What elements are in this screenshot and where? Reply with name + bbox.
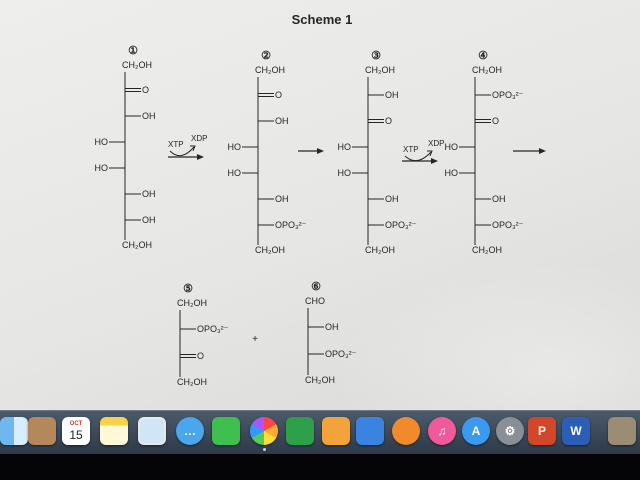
reaction-1-arrowhead	[197, 154, 204, 160]
substituent-left: HO	[338, 142, 352, 152]
top-group: CHO	[305, 296, 325, 306]
compound-number: ⑤	[183, 283, 193, 295]
screen-bezel	[0, 454, 640, 480]
scheme-figure: Scheme 1 ① CH₂OH O OH HO HO OH OH CH₂OH ② CH₂OH O O…	[95, 12, 546, 387]
reaction-1-curved-arrowhead	[190, 145, 196, 152]
substituent-left: HO	[95, 137, 109, 147]
photo-icon[interactable]	[608, 417, 636, 445]
reaction-arrow-4	[513, 148, 546, 154]
reaction-arrow-1: XTP XDP	[168, 134, 207, 160]
substituent-right: OH	[325, 322, 339, 332]
substituent-right: OH	[142, 215, 156, 225]
ibooks-icon[interactable]	[392, 417, 420, 445]
substituent-left: HO	[95, 163, 109, 173]
substituent-right: OPO₃²⁻	[325, 349, 357, 359]
substituent-right: O	[275, 90, 282, 100]
reaction-1-xdp: XDP	[191, 134, 207, 143]
calendar-day: 15	[69, 428, 83, 442]
scheme-title: Scheme 1	[292, 12, 353, 27]
reaction-3-xdp: XDP	[428, 139, 444, 148]
compound-number: ②	[261, 50, 271, 62]
facetime-icon[interactable]	[212, 417, 240, 445]
substituent-right: OH	[142, 189, 156, 199]
substituent-right: O	[385, 116, 392, 126]
word-icon[interactable]: W	[562, 417, 590, 445]
keynote-icon[interactable]	[356, 417, 384, 445]
compound-1: ① CH₂OH O OH HO HO OH OH CH₂OH	[95, 45, 156, 250]
top-group: CH₂OH	[255, 65, 285, 75]
app-store-icon[interactable]: A	[462, 417, 490, 445]
substituent-right: O	[142, 85, 149, 95]
reaction-3-xtp: XTP	[403, 145, 419, 154]
substituent-left: HO	[228, 168, 242, 178]
bottom-group: CH₂OH	[472, 245, 502, 255]
preview-icon[interactable]	[138, 417, 166, 445]
substituent-right: OH	[142, 111, 156, 121]
substituent-right: OPO₃²⁻	[492, 220, 524, 230]
bottom-group: CH₂OH	[255, 245, 285, 255]
compound-5: ⑤ CH₂OH OPO₃²⁻ O CH₂OH	[177, 283, 229, 387]
calendar-icon[interactable]: OCT 15	[62, 417, 90, 445]
top-group: CH₂OH	[472, 65, 502, 75]
compound-3: ③ CH₂OH OH O HO HO OH OPO₃²⁻ CH₂OH	[338, 50, 417, 255]
bottom-group: CH₂OH	[122, 240, 152, 250]
pages-icon[interactable]	[322, 417, 350, 445]
substituent-left: HO	[338, 168, 352, 178]
notes-icon[interactable]	[100, 417, 128, 445]
powerpoint-icon[interactable]: P	[528, 417, 556, 445]
bottom-group: CH₂OH	[365, 245, 395, 255]
substituent-right: O	[492, 116, 499, 126]
compound-4: ④ CH₂OH OPO₃²⁻ O HO HO OH OPO₃²⁻ CH₂OH	[445, 50, 524, 255]
substituent-left: HO	[228, 142, 242, 152]
reaction-1-xtp: XTP	[168, 140, 184, 149]
substituent-right: OPO₃²⁻	[275, 220, 307, 230]
top-group: CH₂OH	[122, 60, 152, 70]
substituent-right: OPO₃²⁻	[385, 220, 417, 230]
substituent-left: HO	[445, 142, 459, 152]
numbers-icon[interactable]	[286, 417, 314, 445]
dock: OCT 15 … ♫ A ⚙ P W	[0, 410, 640, 455]
photos-icon[interactable]	[250, 417, 278, 445]
running-indicator	[263, 448, 266, 451]
substituent-right: OH	[385, 194, 399, 204]
substituent-right: OPO₃²⁻	[492, 90, 524, 100]
bottom-group: CH₂OH	[305, 375, 335, 385]
top-group: CH₂OH	[177, 298, 207, 308]
substituent-right: OH	[275, 116, 289, 126]
compound-2: ② CH₂OH O OH HO HO OH OPO₃²⁻ CH₂OH	[228, 50, 307, 255]
contacts-icon[interactable]	[28, 417, 56, 445]
compound-number: ⑥	[311, 281, 321, 293]
plus-sign: +	[252, 334, 258, 345]
compound-6: ⑥ CHO OH OPO₃²⁻ CH₂OH	[305, 281, 357, 385]
screen: Scheme 1 ① CH₂OH O OH HO HO OH OH CH₂OH ② CH₂OH O O…	[0, 0, 640, 412]
substituent-right: OH	[275, 194, 289, 204]
reaction-arrow-3: XTP XDP	[402, 139, 444, 164]
compound-number: ③	[371, 50, 381, 62]
reaction-arrow-2	[298, 148, 324, 154]
bottom-group: CH₂OH	[177, 377, 207, 387]
calendar-month: OCT	[69, 421, 83, 427]
substituent-left: HO	[445, 168, 459, 178]
glare	[330, 260, 640, 412]
messages-icon[interactable]: …	[176, 417, 204, 445]
itunes-icon[interactable]: ♫	[428, 417, 456, 445]
reaction-1-curved-arrow	[169, 146, 195, 157]
compound-number: ④	[478, 50, 488, 62]
top-group: CH₂OH	[365, 65, 395, 75]
substituent-right: O	[197, 351, 204, 361]
system-preferences-icon[interactable]: ⚙	[496, 417, 524, 445]
substituent-right: OH	[492, 194, 506, 204]
substituent-right: OPO₃²⁻	[197, 324, 229, 334]
substituent-right: OH	[385, 90, 399, 100]
compound-number: ①	[128, 45, 138, 57]
finder-icon[interactable]	[0, 417, 28, 445]
